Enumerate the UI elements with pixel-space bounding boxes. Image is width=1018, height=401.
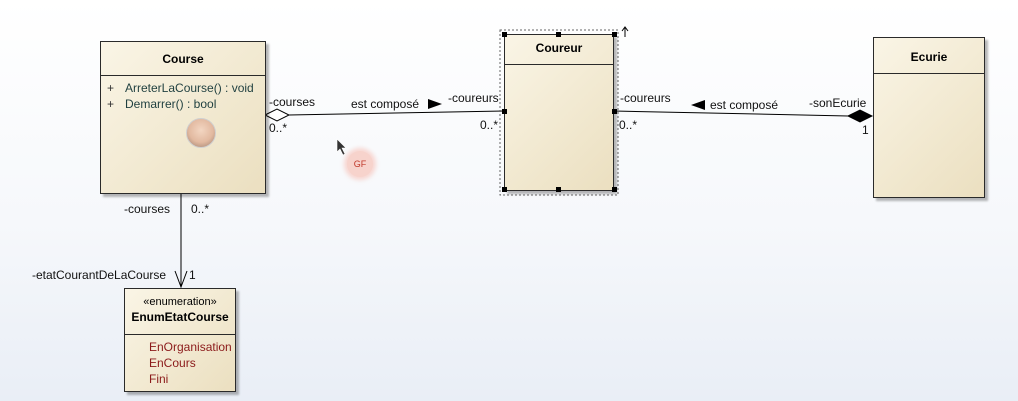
operation-row[interactable]: + ArreterLaCourse() : void	[107, 80, 265, 96]
role-label[interactable]: -courses	[269, 95, 316, 109]
resize-handle[interactable]	[612, 187, 617, 192]
resize-up-arrowhead	[621, 26, 629, 32]
resize-handle[interactable]	[612, 109, 617, 114]
role-label[interactable]: -courses	[124, 202, 171, 216]
enum-name: EnumEtatCourse	[131, 310, 229, 324]
association-name-label[interactable]: est composé	[710, 98, 779, 112]
aggregation-diamond	[263, 108, 291, 122]
resize-handle[interactable]	[612, 32, 617, 37]
role-label[interactable]: -sonEcurie	[809, 96, 867, 110]
enum-literal[interactable]: Fini	[149, 372, 169, 386]
assoc-course-coureur-line[interactable]	[288, 110, 505, 116]
enum-literal[interactable]: EnOrganisation	[149, 340, 232, 354]
enum-literal[interactable]: EnCours	[149, 356, 196, 370]
role-label[interactable]: -coureurs	[620, 91, 671, 105]
arrowhead-down	[174, 270, 188, 289]
class-course-name: Course	[101, 42, 265, 76]
role-label[interactable]: -etatCourantDeLaCourse	[32, 268, 167, 282]
association-name-label[interactable]: est composé	[351, 97, 420, 111]
enum-literals: EnOrganisation EnCours Fini	[125, 335, 235, 387]
resize-handle[interactable]	[502, 32, 507, 37]
visibility-marker: +	[107, 81, 115, 95]
class-coureur[interactable]: Coureur	[504, 34, 614, 191]
direction-arrow-left	[691, 100, 705, 110]
class-course-operations: + ArreterLaCourse() : void + Demarrer() : …	[101, 76, 265, 112]
role-label[interactable]: -coureurs	[448, 91, 499, 105]
enum-stereotype: «enumeration»	[143, 296, 217, 308]
mouse-pointer-icon	[336, 138, 347, 156]
avatar	[186, 118, 216, 148]
multiplicity-label[interactable]: 1	[189, 268, 196, 282]
multiplicity-label[interactable]: 0..*	[191, 202, 210, 216]
visibility-marker: +	[107, 97, 115, 111]
class-enumetatcourse[interactable]: «enumeration» EnumEtatCourse EnOrganisat…	[124, 288, 236, 392]
multiplicity-label[interactable]: 1	[862, 123, 869, 137]
selection-border	[499, 29, 619, 196]
multiplicity-label[interactable]: 0..*	[619, 118, 638, 132]
resize-handle[interactable]	[556, 32, 561, 37]
user-badge: GF	[347, 151, 373, 177]
class-ecurie-name: Ecurie	[874, 38, 984, 74]
direction-arrow-right	[428, 99, 442, 109]
multiplicity-label[interactable]: 0..*	[269, 121, 288, 135]
class-course[interactable]: Course + ArreterLaCourse() : void + Demarr…	[100, 41, 266, 194]
resize-handle[interactable]	[502, 109, 507, 114]
class-coureur-name: Coureur	[505, 35, 613, 65]
resize-handle[interactable]	[502, 187, 507, 192]
resize-handle[interactable]	[556, 187, 561, 192]
enum-header: «enumeration» EnumEtatCourse	[125, 289, 235, 335]
assoc-ecurie-coureur-line[interactable]	[613, 110, 849, 117]
operation-text: Demarrer() : bool	[125, 97, 217, 111]
class-ecurie[interactable]: Ecurie	[873, 37, 985, 198]
operation-text: ArreterLaCourse() : void	[125, 81, 254, 95]
composition-diamond	[846, 109, 874, 123]
multiplicity-label[interactable]: 0..*	[480, 118, 499, 132]
operation-row[interactable]: + Demarrer() : bool	[107, 96, 265, 112]
